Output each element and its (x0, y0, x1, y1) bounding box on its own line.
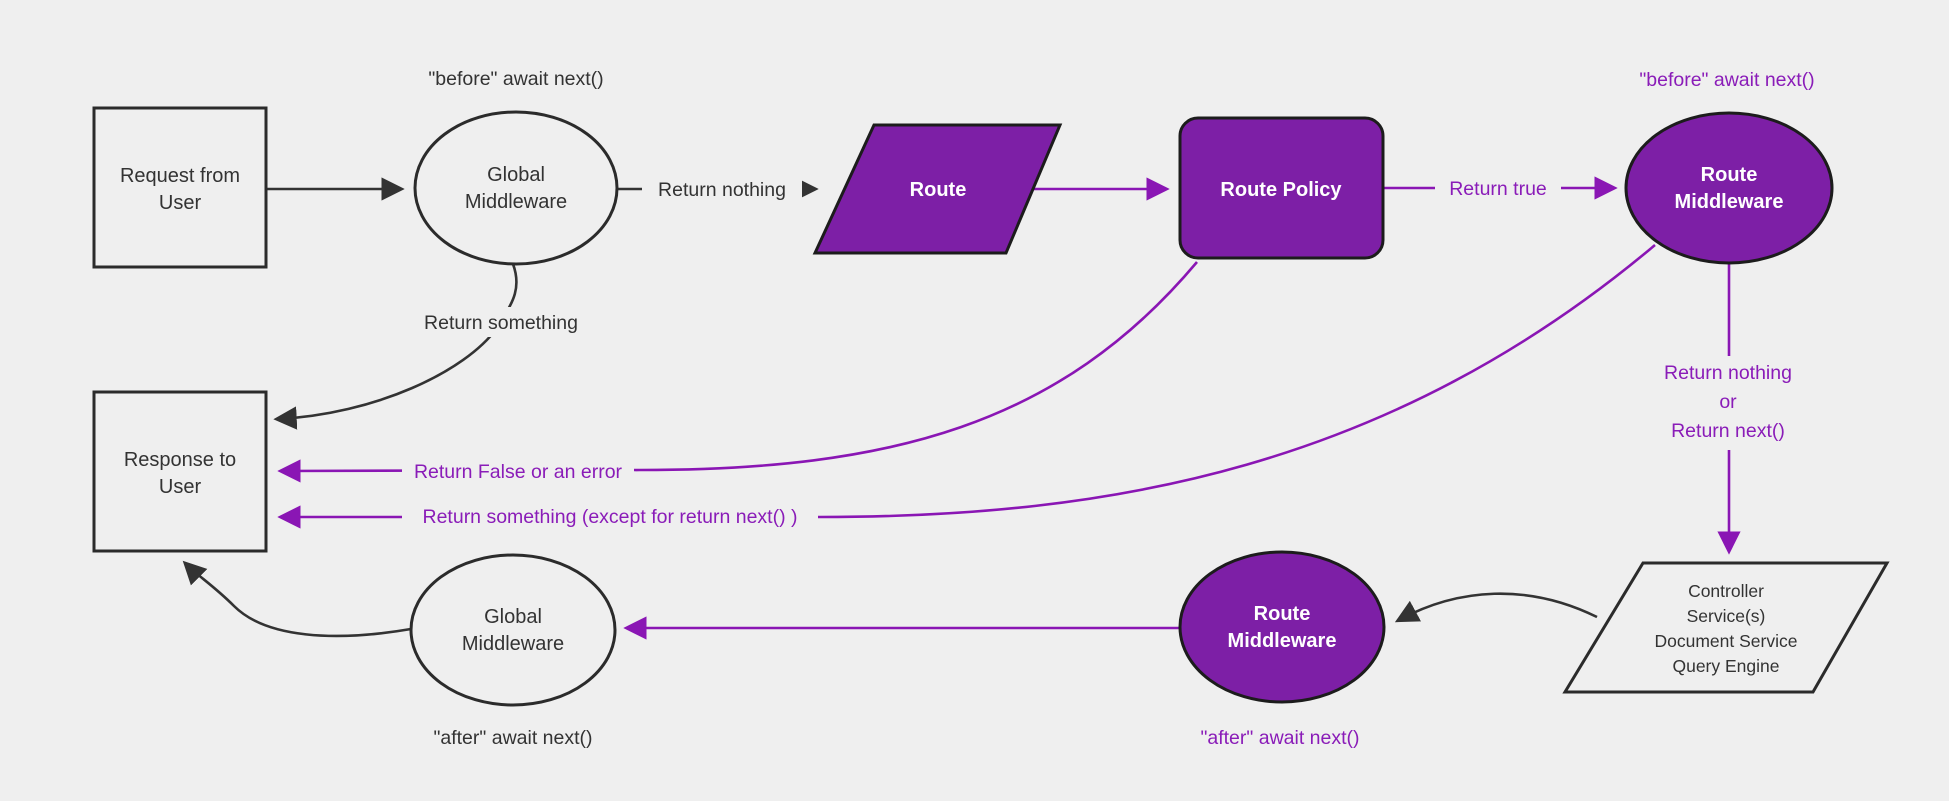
label-bg-return-something-except (402, 501, 818, 531)
node-controller-services: Controller Service(s) Document Service Q… (1562, 561, 1890, 694)
label-bg-return-false (402, 456, 634, 486)
route-policy-label: Route Policy (1220, 179, 1342, 201)
controller-line4: Query Engine (1672, 656, 1779, 676)
label-return-something-except: Return something (except for return next… (423, 506, 798, 528)
node-global-middleware-bottom: Global Middleware (409, 553, 617, 707)
node-route-middleware-bottom: Route Middleware (1178, 550, 1386, 704)
label-return-nothing-top: Return nothing (658, 179, 786, 201)
node-route-middleware-top: Route Middleware (1624, 111, 1834, 265)
route-middleware-bottom-ellipse (1178, 550, 1386, 704)
route-middleware-top-line2: Middleware (1675, 191, 1784, 213)
edge-controller-to-route-middleware-bottom (1394, 592, 1598, 623)
label-return-false: Return False or an error (414, 461, 623, 483)
node-global-middleware-top: Global Middleware (413, 110, 619, 266)
edge-return-false-to-response (277, 261, 1198, 483)
global-middleware-bottom-line1: Global (484, 606, 542, 628)
label-return-nothing-or-line2: or (1719, 391, 1737, 413)
edge-return-something-to-response (273, 263, 518, 430)
response-label-line1: Response to (124, 449, 236, 471)
label-after-await-next-purple: "after" await next() (1200, 727, 1359, 749)
node-request-from-user: Request from User (92, 106, 268, 269)
request-rect (92, 106, 268, 269)
global-middleware-top-line1: Global (487, 164, 545, 186)
node-response-to-user: Response to User (92, 390, 268, 553)
route-policy-rect (1178, 116, 1385, 260)
label-before-await-next-top: "before" await next() (428, 68, 603, 90)
global-middleware-bottom-ellipse (409, 553, 617, 707)
controller-line3: Document Service (1655, 631, 1798, 651)
controller-parallelogram (1562, 561, 1890, 694)
edge-global-middleware-bottom-to-response (182, 560, 412, 638)
controller-line1: Controller (1688, 581, 1764, 601)
route-middleware-top-line1: Route (1701, 164, 1758, 186)
controller-line2: Service(s) (1687, 606, 1766, 626)
label-after-await-next-dark: "after" await next() (433, 727, 592, 749)
global-middleware-top-line2: Middleware (465, 191, 567, 213)
request-label-line2: User (159, 192, 202, 214)
route-middleware-bottom-line2: Middleware (1228, 630, 1337, 652)
route-middleware-bottom-line1: Route (1254, 603, 1311, 625)
route-label: Route (910, 179, 967, 201)
label-return-nothing-or-line3: Return next() (1671, 420, 1785, 442)
route-parallelogram (812, 123, 1063, 255)
label-bg-return-nothing (642, 174, 802, 204)
label-bg-return-true (1435, 173, 1561, 203)
label-before-await-next-right: "before" await next() (1639, 69, 1814, 91)
global-middleware-bottom-line2: Middleware (462, 633, 564, 655)
edge-return-something-except-to-response (277, 244, 1656, 529)
node-route: Route (812, 123, 1063, 255)
label-bg-return-nothing-or (1645, 356, 1811, 450)
request-label-line1: Request from (120, 165, 240, 187)
label-return-true: Return true (1449, 178, 1547, 200)
node-route-policy: Route Policy (1178, 116, 1385, 260)
label-return-something: Return something (424, 312, 578, 334)
response-label-line2: User (159, 476, 202, 498)
label-bg-return-something (405, 307, 597, 337)
label-return-nothing-or-line1: Return nothing (1664, 362, 1792, 384)
global-middleware-top-ellipse (413, 110, 619, 266)
route-middleware-top-ellipse (1624, 111, 1834, 265)
response-rect (92, 390, 268, 553)
